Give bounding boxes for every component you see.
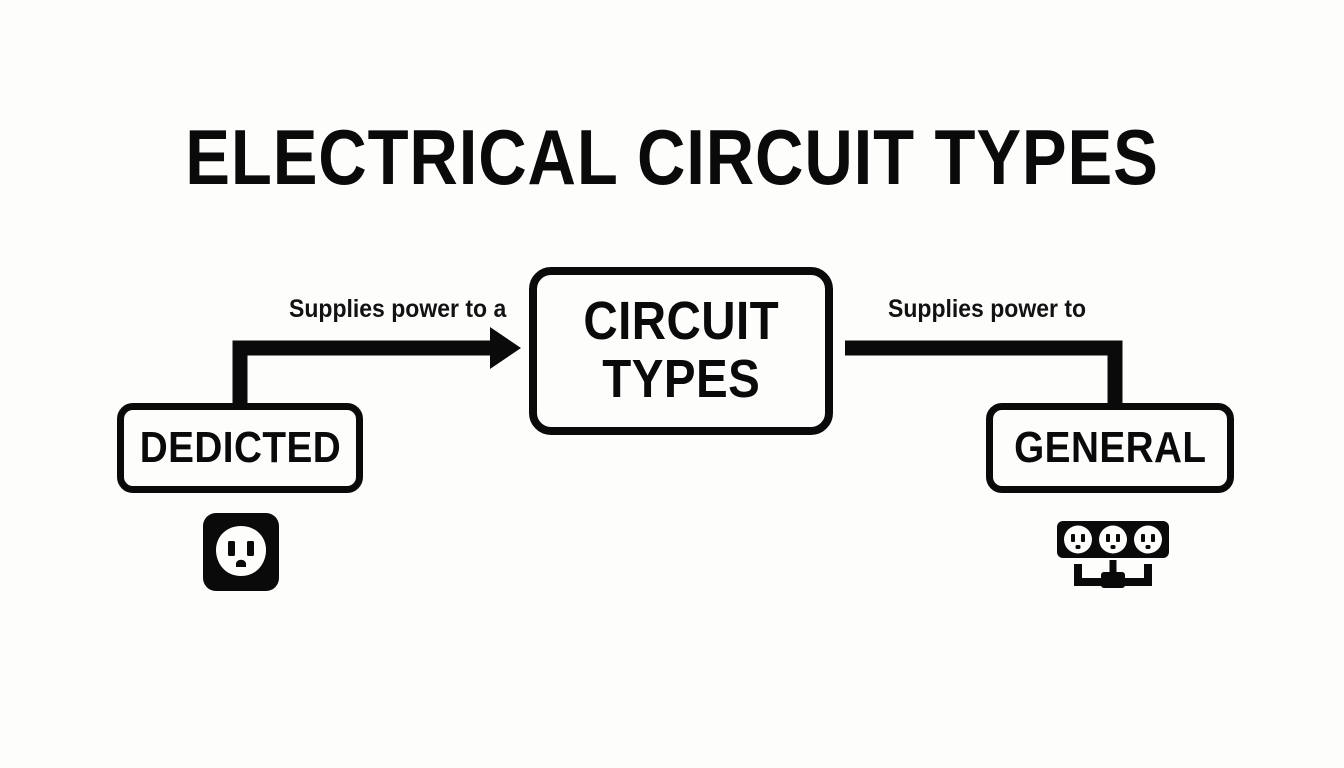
edge-right-line	[845, 340, 1123, 403]
node-general-label: GENERAL	[1013, 423, 1207, 472]
power-strip-outlet-1	[1064, 525, 1092, 554]
wall-outlet-icon	[203, 513, 279, 591]
node-dedicted[interactable]: DEDICTED	[117, 403, 363, 493]
node-circuit-types[interactable]: CIRCUIT TYPES	[529, 267, 833, 435]
power-strip-outlet-3	[1134, 525, 1162, 554]
power-strip-plug-block	[1101, 572, 1125, 588]
wall-outlet-slot-right	[247, 541, 254, 556]
power-strip-plug-stem	[1109, 560, 1117, 576]
node-dedicted-label: DEDICTED	[139, 423, 341, 472]
wall-outlet-face	[216, 526, 266, 576]
edge-label-supplies-power-to: Supplies power to	[888, 295, 1087, 323]
page-title: ELECTRICAL CIRCUIT TYPES	[185, 113, 1159, 201]
power-strip-outlets	[1064, 525, 1162, 554]
edge-left-connector	[232, 327, 521, 403]
node-circuit-types-line2: TYPES	[601, 349, 760, 409]
edge-label-supplies-power-to-a: Supplies power to a	[289, 295, 507, 323]
wall-outlet-slot-left	[228, 541, 235, 556]
edge-left-arrowhead	[490, 327, 521, 369]
edge-right-connector	[845, 340, 1123, 403]
wall-outlet-ground-hole	[236, 559, 246, 567]
edge-left-line	[232, 340, 497, 403]
power-strip-icon	[1052, 516, 1174, 594]
node-circuit-types-label: CIRCUIT TYPES	[583, 291, 779, 409]
node-general[interactable]: GENERAL	[986, 403, 1234, 493]
power-strip-outlet-2	[1099, 525, 1127, 554]
node-circuit-types-line1: CIRCUIT	[583, 291, 779, 352]
